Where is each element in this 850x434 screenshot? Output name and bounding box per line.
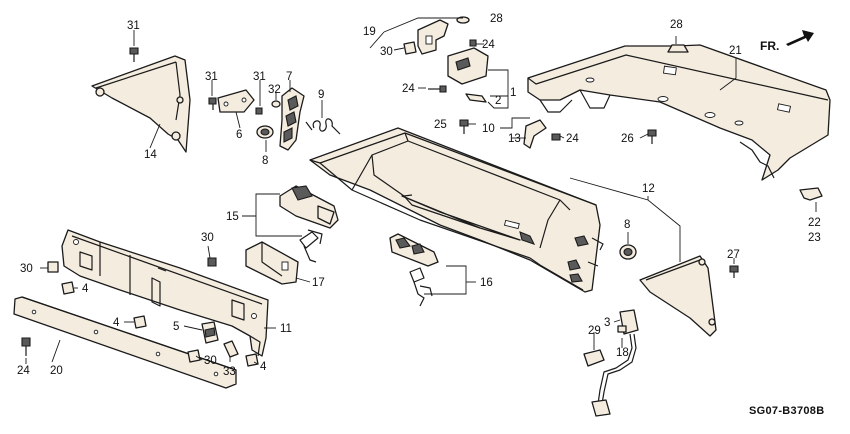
part-7-hinge <box>279 87 305 151</box>
callout-30: 30 <box>201 232 214 244</box>
callout-12: 12 <box>642 183 655 195</box>
callout-30: 30 <box>20 263 33 275</box>
callout-23: 23 <box>808 232 821 244</box>
part-12-glove-box <box>309 127 604 293</box>
callout-17: 17 <box>312 277 325 289</box>
callout-14: 14 <box>144 149 157 161</box>
callout-7: 7 <box>286 71 292 83</box>
callout-8: 8 <box>624 219 630 231</box>
callout-4: 4 <box>260 361 267 373</box>
part-20-lower-trim <box>13 296 237 389</box>
callout-3: 3 <box>604 317 610 329</box>
callout-16: 16 <box>480 277 493 289</box>
arrow-icon <box>786 30 814 46</box>
part-28-clip <box>667 44 689 53</box>
part-16-lock <box>389 233 439 307</box>
callout-22: 22 <box>808 217 821 229</box>
part-19-bracket <box>417 19 449 55</box>
callout-32: 32 <box>268 84 281 96</box>
callout-25: 25 <box>434 119 447 131</box>
part-11-lower-frame <box>61 229 269 357</box>
part-6-plate <box>217 89 255 113</box>
callout-30: 30 <box>204 355 217 367</box>
callout-33: 33 <box>223 366 236 378</box>
callout-15: 15 <box>226 211 239 223</box>
callout-26: 26 <box>621 133 634 145</box>
side-bracket-right <box>639 255 717 337</box>
callout-6: 6 <box>236 129 242 141</box>
callout-4: 4 <box>113 317 120 329</box>
part-5-latch-plate <box>201 321 219 344</box>
callout-24: 24 <box>482 39 495 51</box>
part-22-23-clip <box>799 187 823 201</box>
part-17-lid-panel <box>245 241 299 285</box>
part-14-left-bracket <box>91 55 191 153</box>
callout-24: 24 <box>17 365 30 377</box>
callout-24: 24 <box>566 133 579 145</box>
callout-28: 28 <box>490 13 503 25</box>
part-1-switch <box>447 47 489 85</box>
callout-20: 20 <box>50 365 63 377</box>
callout-31: 31 <box>205 71 218 83</box>
part-13-bracket <box>523 119 547 149</box>
leader-lines <box>25 17 817 365</box>
callout-2: 2 <box>495 95 501 107</box>
part-29-connector <box>583 349 605 367</box>
part-8-damper-left <box>256 125 274 139</box>
callout-30: 30 <box>380 46 393 58</box>
callout-numbers: 31 31 31 7 32 9 6 8 14 19 28 30 24 24 1 … <box>17 13 821 378</box>
callout-8: 8 <box>262 155 268 167</box>
diagram-code: SG07-B3708B <box>749 405 824 417</box>
front-direction-arrow: FR. <box>760 30 814 53</box>
part-15-lock-assembly <box>279 185 339 263</box>
callout-13: 13 <box>508 133 521 145</box>
callout-1: 1 <box>510 87 516 99</box>
callout-10: 10 <box>482 123 495 135</box>
callout-18: 18 <box>616 347 629 359</box>
part-2-bulb <box>465 93 487 103</box>
callout-4: 4 <box>82 283 89 295</box>
part-21-upper-cover <box>527 44 831 181</box>
part-33-clip <box>223 340 239 358</box>
callout-31: 31 <box>127 20 140 32</box>
callout-31: 31 <box>253 71 266 83</box>
callout-29: 29 <box>588 325 601 337</box>
part-9-spring <box>305 118 341 135</box>
callout-9: 9 <box>318 89 324 101</box>
callout-27: 27 <box>727 249 740 261</box>
callout-5: 5 <box>173 321 179 333</box>
callout-21: 21 <box>729 45 742 57</box>
callout-24: 24 <box>402 83 415 95</box>
callout-19: 19 <box>363 26 376 38</box>
callout-11: 11 <box>280 323 292 335</box>
part-8-damper-right <box>619 244 637 260</box>
callout-28: 28 <box>670 19 683 31</box>
direction-label: FR. <box>760 39 779 53</box>
